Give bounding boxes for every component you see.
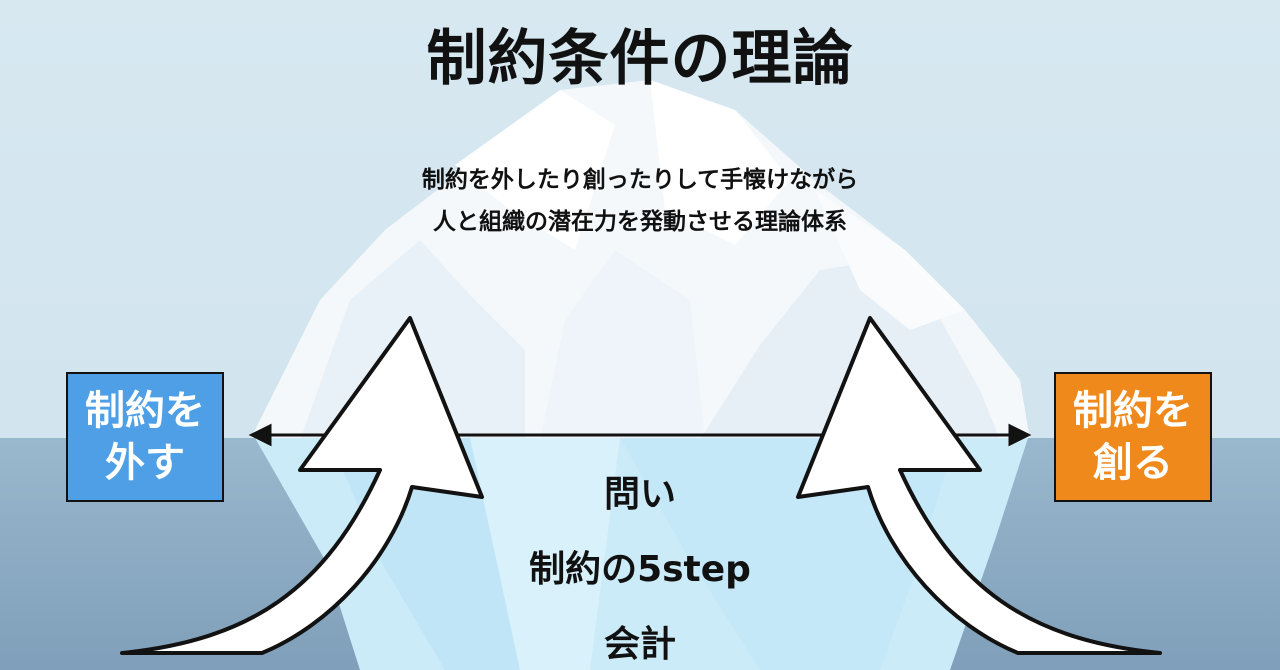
remove-constraint-line-1: 制約を [85, 388, 205, 434]
create-constraint-box: 制約を 創る [1054, 372, 1212, 502]
core-item-question: 問い [603, 474, 676, 515]
page-title: 制約条件の理論 [426, 24, 854, 94]
subtitle-line-2: 人と組織の潜在力を発動させる理論体系 [433, 209, 847, 235]
create-constraint-line-1: 制約を [1073, 388, 1193, 434]
core-item-accounting: 会計 [603, 624, 676, 665]
right-curved-arrow-icon [796, 316, 1162, 655]
core-item-five-step: 制約の5step [529, 549, 751, 590]
create-constraint-line-2: 創る [1093, 440, 1173, 486]
remove-constraint-line-2: 外す [105, 440, 185, 486]
subtitle-line-1: 制約を外したり創ったりして手懐けながら [421, 167, 859, 193]
remove-constraint-box: 制約を 外す [66, 372, 224, 502]
left-curved-arrow-icon [120, 316, 484, 655]
